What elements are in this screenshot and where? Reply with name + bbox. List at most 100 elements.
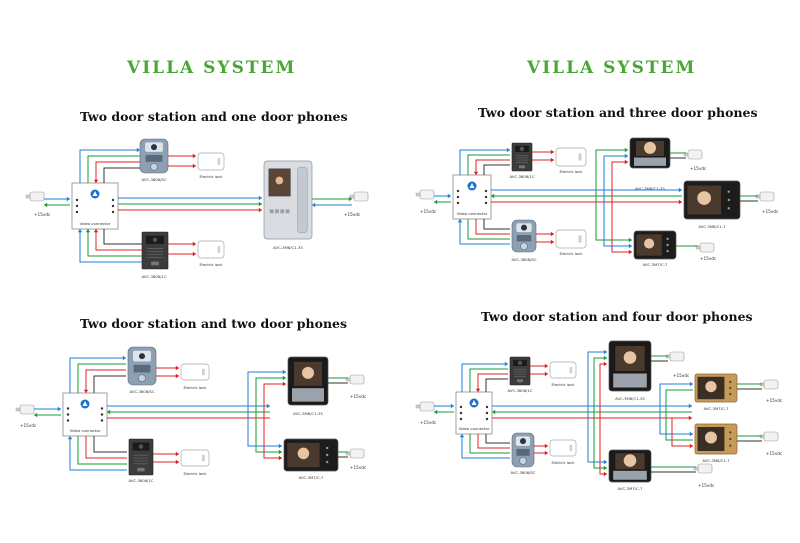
- wire-arrow: [266, 403, 270, 409]
- monitor-icon: [629, 137, 671, 169]
- wire-arrow: [689, 431, 693, 437]
- power-label: +15vdc: [766, 398, 783, 403]
- electric-lock-icon: [555, 147, 587, 167]
- monitor-icon: [633, 230, 677, 260]
- wire-arrow: [282, 375, 286, 381]
- wire: [659, 383, 693, 406]
- wire: [671, 418, 693, 447]
- power-adapter-icon: [759, 379, 779, 390]
- wire: [595, 149, 628, 196]
- wire-arrow: [624, 153, 628, 159]
- wire: [587, 351, 607, 406]
- door-station-label: AVC-3808/1C: [142, 274, 167, 279]
- monitor-icon: [694, 373, 738, 403]
- monitor-label: AVC-3M7/C-7: [618, 486, 643, 491]
- monitor-label: AVC-3M8/C1-35: [293, 411, 323, 416]
- wire-arrow: [34, 412, 38, 418]
- power-label: +15vdc: [34, 212, 51, 217]
- power-adapter-icon: [683, 149, 703, 160]
- wire-arrow: [457, 219, 463, 223]
- door-station-label: AVC-3808/SC: [130, 389, 155, 394]
- power-label: +15vdc: [420, 209, 437, 214]
- monitor-icon: [608, 340, 652, 392]
- door-station-label: AVC-3808/SC: [511, 470, 536, 475]
- electric-lock-label: Electric lock: [200, 174, 224, 179]
- wire: [611, 161, 628, 202]
- wire-arrow: [550, 149, 554, 155]
- wire: [485, 434, 510, 444]
- wire-arrow: [282, 369, 286, 375]
- wire: [461, 434, 510, 459]
- left-villa-heading: VILLA SYSTEM: [127, 58, 297, 78]
- wire: [247, 406, 282, 447]
- distributor-box-icon: [455, 391, 493, 435]
- wire: [593, 357, 607, 412]
- wire: [93, 436, 127, 453]
- door-station-icon: [509, 356, 531, 386]
- wire: [255, 377, 286, 412]
- wire-arrow: [678, 187, 682, 193]
- wire: [69, 436, 127, 471]
- wire-arrow: [122, 355, 126, 361]
- wire-arrow: [447, 193, 451, 199]
- wire-arrow: [628, 243, 632, 249]
- monitor-icon: [683, 180, 741, 220]
- monitor-icon: [694, 423, 738, 455]
- power-label: +15vdc: [766, 451, 783, 456]
- wire-arrow: [603, 355, 607, 361]
- distributor-label: Video connector: [80, 221, 111, 226]
- wire: [79, 149, 140, 183]
- wire: [263, 418, 282, 459]
- wire-arrow: [504, 361, 508, 367]
- wire: [85, 369, 126, 393]
- power-adapter-icon: [665, 351, 685, 362]
- wire: [603, 155, 628, 190]
- wire-arrow: [544, 363, 548, 369]
- wire-arrow: [192, 241, 196, 247]
- wire: [79, 229, 142, 263]
- wire-arrow: [282, 381, 286, 387]
- wire-arrow: [258, 195, 262, 201]
- electric-lock-icon: [555, 229, 587, 249]
- wire-arrow: [678, 199, 682, 205]
- power-adapter-icon: [415, 189, 435, 200]
- wire: [475, 219, 510, 235]
- power-adapter-icon: [693, 463, 713, 474]
- wire-arrow: [278, 443, 282, 449]
- door-station-icon: [511, 142, 533, 172]
- power-label: +15vdc: [698, 483, 715, 488]
- wire: [587, 406, 607, 463]
- wire-arrow: [544, 371, 548, 377]
- wire-arrow: [66, 196, 70, 202]
- wire-arrow: [83, 389, 89, 393]
- distributor-box-icon: [62, 392, 108, 437]
- power-label: +15vdc: [350, 394, 367, 399]
- wire-arrow: [175, 373, 179, 379]
- wire-arrow: [459, 434, 465, 438]
- wire-arrow: [624, 159, 628, 165]
- monitor-icon: [283, 438, 339, 472]
- monitor-label: AVC-3M8/C1-35: [615, 396, 645, 401]
- wire-arrow: [688, 403, 692, 409]
- distributor-box-icon: [71, 182, 119, 230]
- power-adapter-icon: [759, 431, 779, 442]
- wire: [461, 363, 508, 392]
- power-adapter-icon: [349, 191, 369, 202]
- electric-lock-icon: [549, 439, 577, 457]
- wire: [469, 434, 510, 454]
- electric-lock-label: Electric lock: [552, 460, 576, 465]
- monitor-label: AVC-3M7/C-7: [704, 406, 729, 411]
- wire-arrow: [550, 239, 554, 245]
- wire-arrow: [44, 202, 48, 208]
- right-villa-heading: VILLA SYSTEM: [527, 58, 697, 78]
- power-label: +15vdc: [690, 166, 707, 171]
- monitor-label: AVC-3M7/C-7: [299, 475, 324, 480]
- wire-arrow: [603, 361, 607, 367]
- wire: [93, 375, 126, 393]
- wire-arrow: [689, 443, 693, 449]
- wire: [599, 363, 607, 418]
- wire: [95, 229, 142, 251]
- monitor-label: AVC-3M8/C1-35: [273, 245, 303, 250]
- wire-arrow: [434, 199, 438, 205]
- wire-arrow: [278, 455, 282, 461]
